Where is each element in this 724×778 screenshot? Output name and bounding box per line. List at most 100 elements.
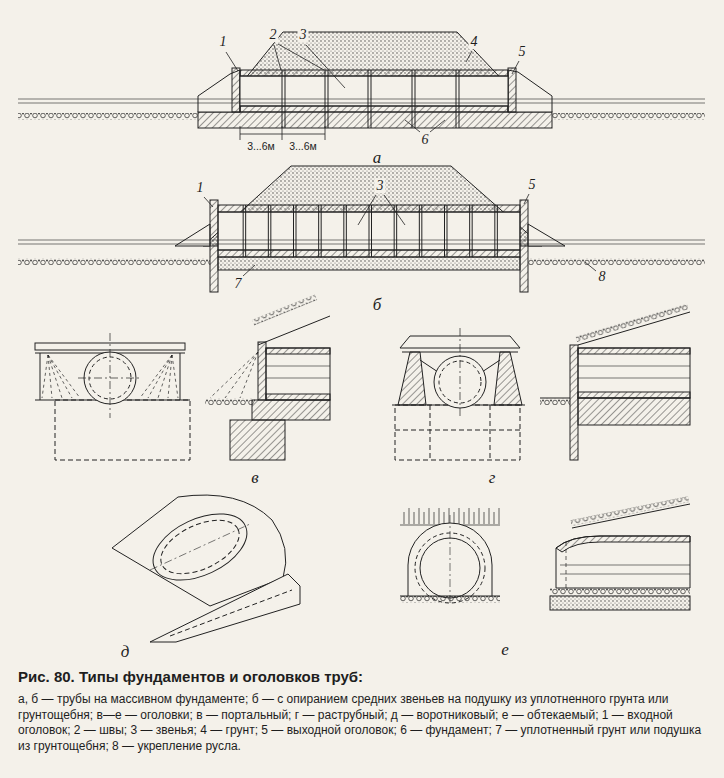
soil-hatch: [424, 512, 425, 524]
collar-head-drawing: [170, 590, 292, 636]
culvert-drawing-b: [528, 224, 565, 246]
soil-hatch: [414, 512, 415, 524]
pipe-joint: [472, 205, 473, 257]
culvert-drawing-b: [528, 258, 705, 265]
portal-head-drawing: [266, 378, 330, 379]
portal-head-drawing: [40, 353, 41, 400]
bell-head-drawing: [494, 352, 522, 405]
caption-legend-text: а, б — трубы на массивном фундаменте; б …: [18, 692, 708, 754]
soil-hatch: [444, 512, 445, 524]
streamlined-head-drawing: [572, 504, 690, 528]
culvert-drawing-a: [552, 113, 705, 120]
portal-head-drawing: [266, 394, 330, 400]
portal-head-drawing: [172, 355, 178, 398]
subfigure-letter: а: [373, 149, 382, 168]
portal-head-drawing: [266, 348, 330, 354]
callout-number: 5: [517, 44, 528, 59]
collar-head-drawing: [143, 500, 257, 593]
culvert-drawing-a: [405, 120, 420, 132]
soil-hatch: [409, 508, 410, 524]
portal-head-drawing: [48, 355, 72, 398]
portal-head-drawing: [148, 355, 172, 398]
soil-hatch: [419, 508, 420, 524]
streamlined-head-drawing: [560, 574, 690, 575]
culvert-drawing-a: [430, 120, 445, 132]
pipe-joint: [469, 205, 470, 257]
streamlined-head-drawing: [400, 596, 500, 603]
streamlined-head-drawing: [556, 536, 690, 588]
portal-head-drawing: [240, 352, 258, 398]
callout-number: 6: [420, 132, 431, 147]
culvert-drawing-b: [358, 195, 376, 225]
pipe-joint: [444, 205, 445, 257]
dimension-label: 3...6м: [288, 141, 318, 153]
soil-hatch: [474, 512, 475, 524]
streamlined-head-drawing: [550, 596, 690, 610]
portal-head-drawing: [48, 355, 80, 398]
soil-hatch: [439, 508, 440, 524]
streamlined-head-drawing: [550, 588, 690, 596]
figure-caption: Рис. 80. Типы фундаментов и оголовков тр…: [18, 668, 363, 685]
culvert-drawing-b: [243, 265, 255, 276]
bell-head-drawing: [578, 348, 690, 354]
soil-hatch: [499, 508, 500, 524]
bell-head-drawing: [578, 398, 690, 425]
portal-head-drawing: [210, 352, 258, 398]
culvert-drawing-a: [240, 106, 508, 112]
culvert-drawing-b: [218, 257, 520, 270]
callout-number: 8: [597, 269, 608, 284]
culvert-drawing-a: [18, 113, 198, 120]
streamlined-head-drawing: [400, 496, 690, 610]
culvert-drawing-a: [325, 126, 326, 140]
pipe-joint: [293, 205, 294, 257]
culvert-drawing-b: [384, 195, 405, 225]
streamlined-head-drawing: [400, 596, 500, 597]
culvert-drawing-a: [18, 103, 705, 104]
culvert-drawing-a: [226, 52, 238, 71]
culvert-drawing-a: [240, 76, 508, 106]
soil-hatch: [469, 508, 470, 524]
portal-head-drawing: [205, 398, 255, 405]
bell-head-drawing: [578, 312, 690, 345]
streamlined-head-drawing: [450, 515, 451, 605]
culvert-drawing-b: [18, 240, 705, 241]
pipe-joint: [421, 205, 422, 257]
portal-head-drawing: [35, 294, 330, 460]
soil-hatch: [489, 508, 490, 524]
bell-head-drawing: [540, 398, 570, 405]
pipe-joint: [447, 205, 448, 257]
culvert-drawing-b: [585, 262, 596, 271]
culvert-drawing-a: [240, 134, 325, 135]
soil-hatch: [464, 512, 465, 524]
bell-head-drawing: [578, 378, 690, 379]
callout-number: 3: [298, 27, 309, 42]
portal-head-drawing: [266, 348, 330, 400]
portal-head-drawing: [258, 316, 330, 345]
subfigure-letter: в: [251, 469, 258, 488]
pipe-joint: [419, 205, 420, 257]
culvert-drawing-b: [18, 258, 210, 265]
culvert-drawing-a: [508, 68, 516, 112]
portal-head-drawing: [266, 366, 330, 367]
bell-head-drawing: [575, 304, 688, 343]
pipe-joint: [369, 205, 370, 257]
portal-head-drawing: [230, 420, 285, 460]
culvert-drawing-a: [282, 126, 283, 140]
portal-head-drawing: [180, 353, 181, 400]
pipe-joint: [321, 205, 322, 257]
portal-head-drawing: [210, 352, 258, 398]
pipe-joint: [494, 205, 495, 257]
culvert-drawing-a: [466, 51, 472, 62]
pipe-joint: [346, 205, 347, 257]
culvert-drawing-a: [18, 32, 705, 140]
collar-head-drawing: [112, 495, 300, 642]
callout-number: 2: [268, 27, 279, 42]
culvert-drawing-b: [204, 197, 213, 207]
culvert-drawing-b: [204, 194, 596, 276]
bell-head-drawing: [540, 398, 570, 399]
pipe-joint: [371, 205, 372, 257]
culvert-drawing-a: [232, 68, 240, 112]
culvert-drawing-b: [524, 194, 529, 204]
